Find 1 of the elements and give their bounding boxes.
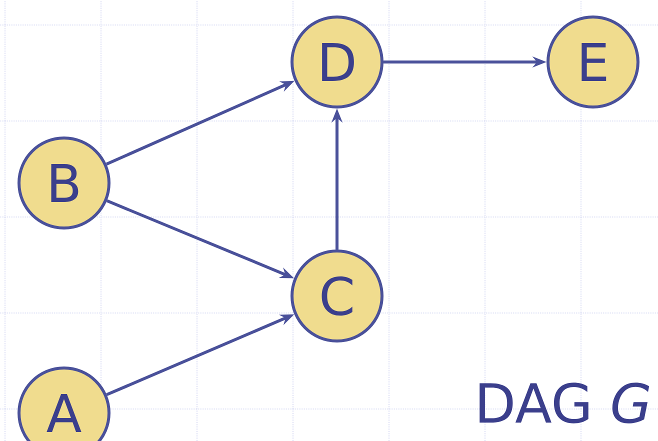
- graph-label: DAG G: [480, 382, 650, 424]
